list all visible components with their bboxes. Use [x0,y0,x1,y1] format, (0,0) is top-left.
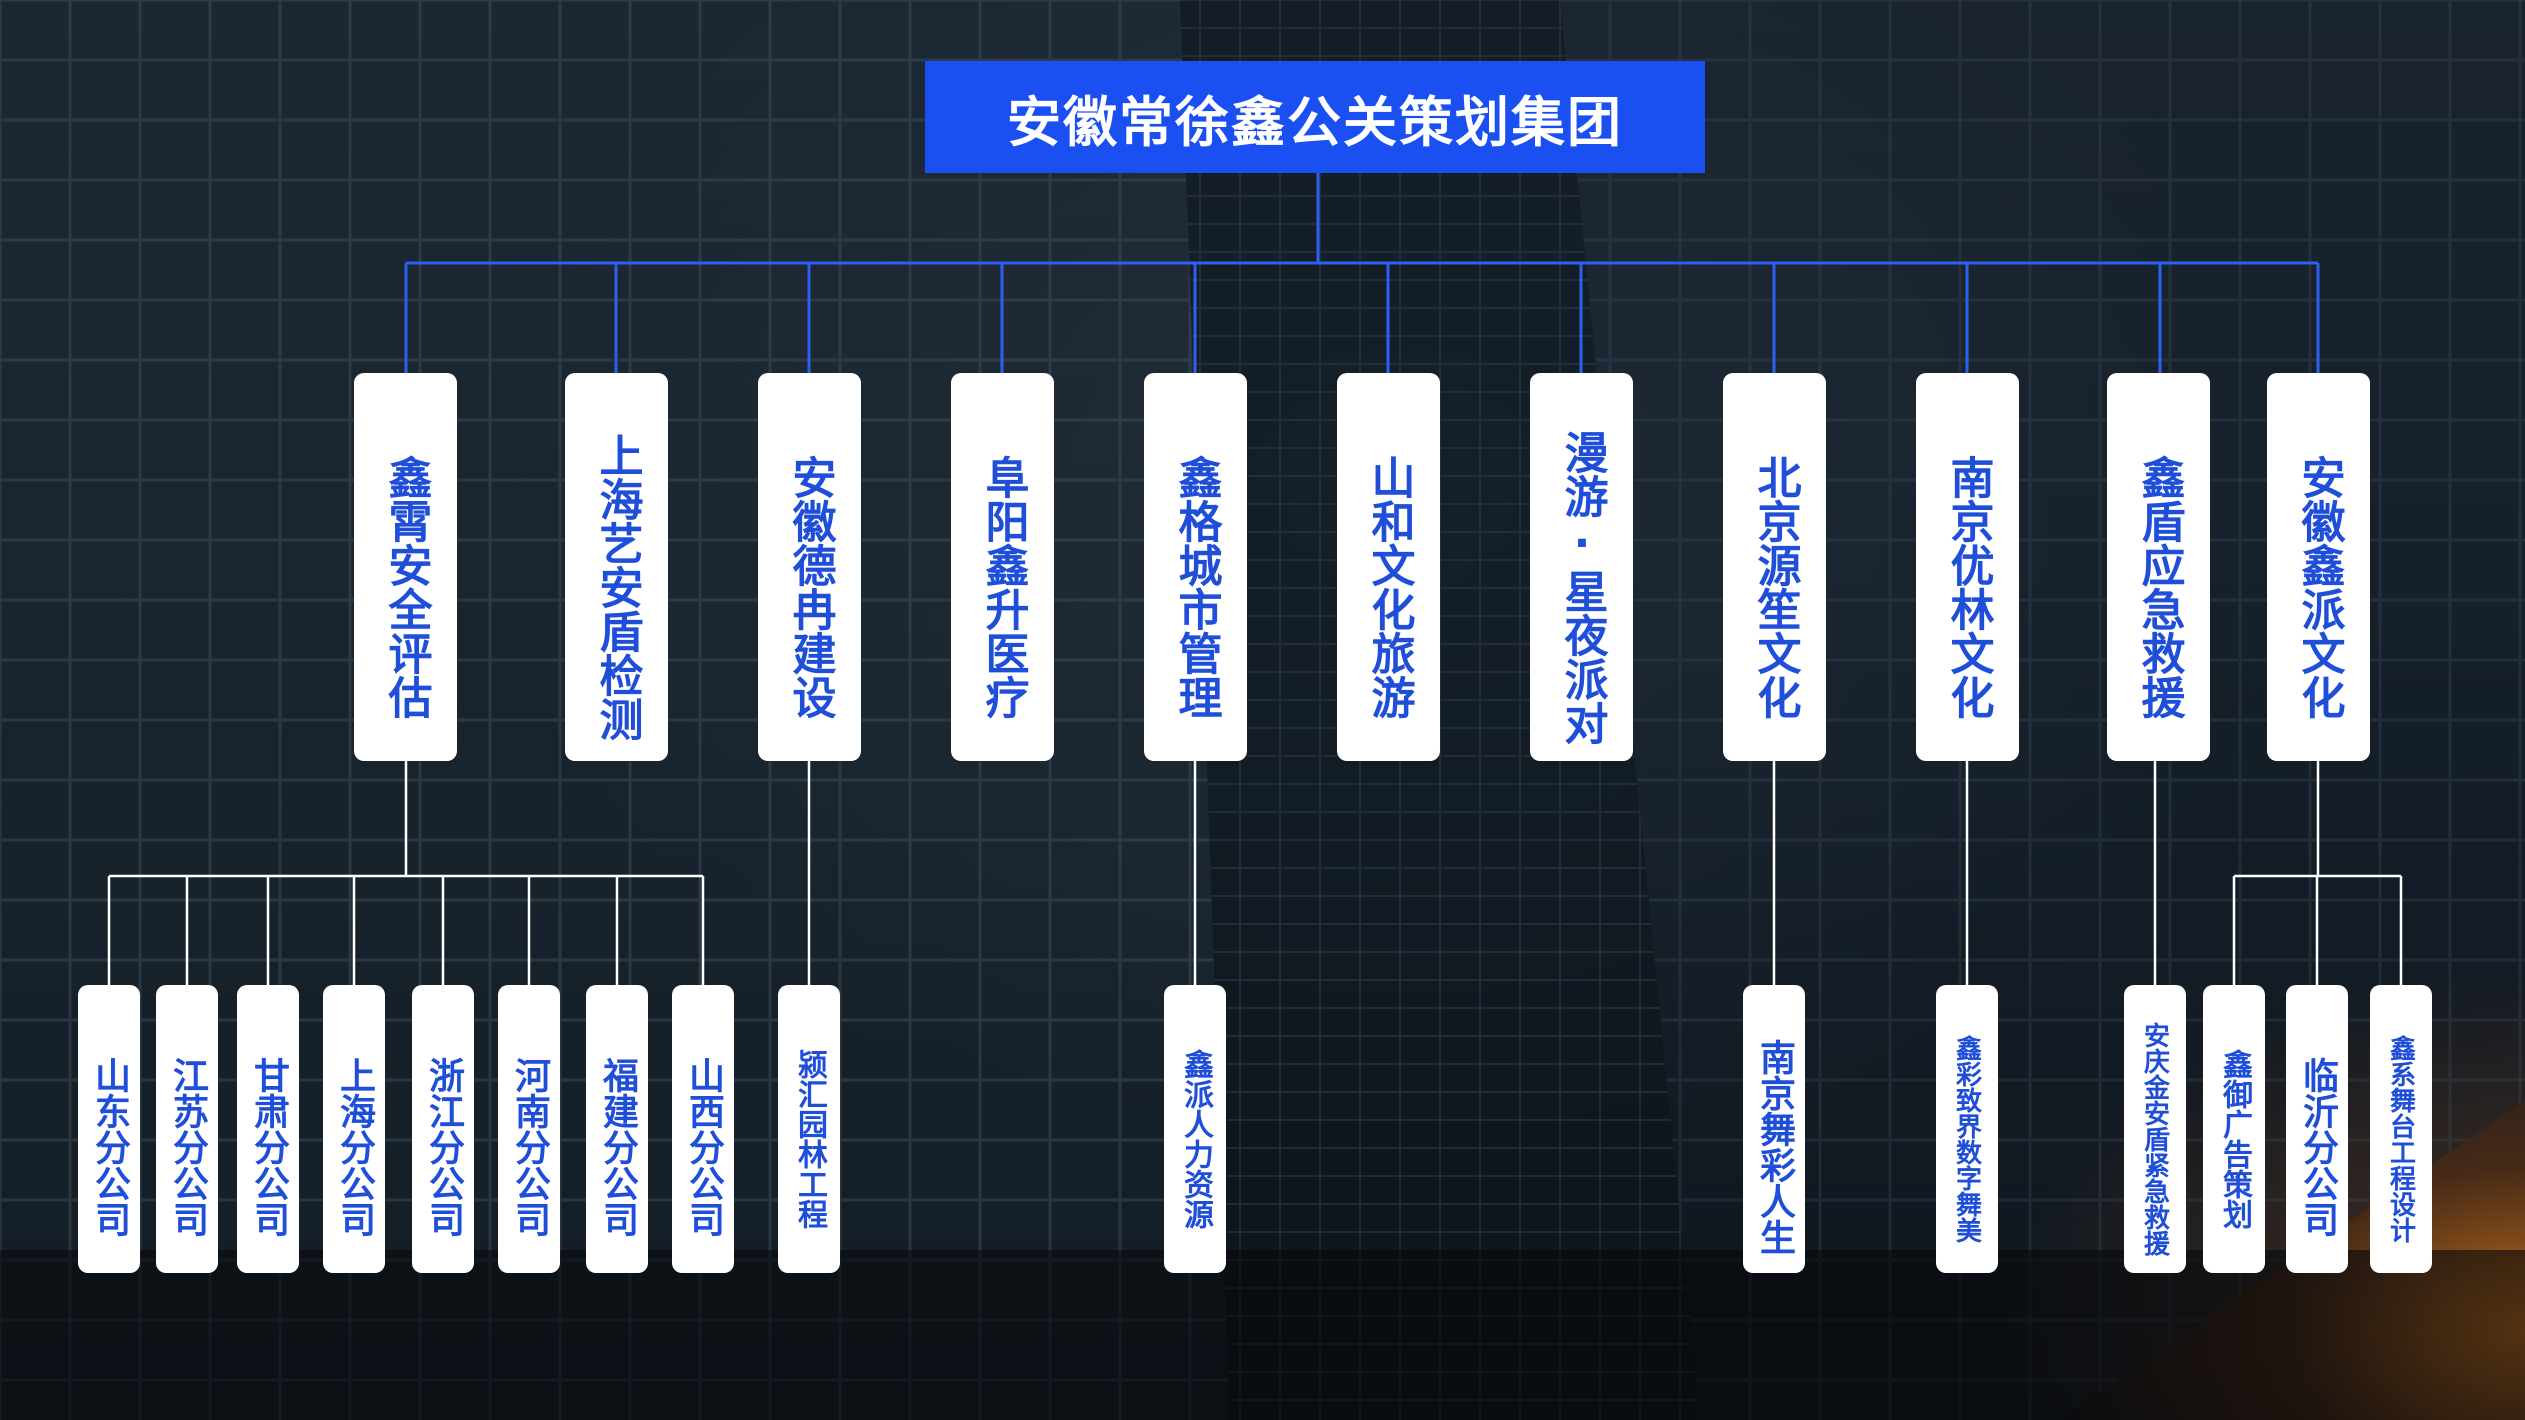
subsidiary-label: 鑫格城市管理 [1170,455,1222,719]
branch-label: 山东分公司 [89,1056,130,1237]
branch-node: 鑫彩致界数字舞美 [1936,985,1998,1273]
subsidiary-label: 安徽鑫派文化 [2293,455,2345,719]
branch-node: 鑫御广告策划 [2203,985,2265,1273]
branch-node: 安庆金安盾紧急救援 [2124,985,2186,1273]
branch-node: 鑫派人力资源 [1164,985,1226,1273]
subsidiary-node: 阜阳鑫升医疗 [951,373,1054,761]
subsidiary-label: 山和文化旅游 [1363,455,1415,719]
branch-label: 鑫系舞台工程设计 [2385,1035,2416,1243]
branch-node: 鑫系舞台工程设计 [2370,985,2432,1273]
branch-label: 上海分公司 [334,1056,375,1237]
subsidiary-node: 安徽德冉建设 [758,373,861,761]
subsidiary-label: 鑫霄安全评估 [380,455,432,719]
subsidiary-node: 山和文化旅游 [1337,373,1440,761]
subsidiary-label: 北京源笙文化 [1749,455,1801,719]
subsidiary-label: 鑫盾应急救援 [2133,455,2185,719]
subsidiary-node: 安徽鑫派文化 [2267,373,2370,761]
branch-label: 福建分公司 [597,1056,638,1237]
subsidiary-node: 漫游·星夜派对 [1530,373,1633,761]
branch-label: 鑫派人力资源 [1178,1049,1213,1229]
branch-node: 山东分公司 [78,985,140,1273]
branch-node: 浙江分公司 [412,985,474,1273]
group-title: 安徽常徐鑫公关策划集团 [925,61,1705,173]
branch-node: 上海分公司 [323,985,385,1273]
branch-label: 鑫御广告策划 [2217,1049,2252,1229]
subsidiary-node: 鑫盾应急救援 [2107,373,2210,761]
subsidiary-node: 北京源笙文化 [1723,373,1826,761]
subsidiary-label: 南京优林文化 [1942,455,1994,719]
branch-label: 安庆金安盾紧急救援 [2139,1022,2170,1256]
branch-node: 山西分公司 [672,985,734,1273]
branch-label: 山西分公司 [683,1056,724,1237]
branch-node: 福建分公司 [586,985,648,1273]
branch-label: 河南分公司 [509,1056,550,1237]
subsidiary-node: 鑫霄安全评估 [354,373,457,761]
top-level-connectors [404,173,2320,373]
branch-node: 甘肃分公司 [237,985,299,1273]
subsidiary-label: 上海艺安盾检测 [591,433,643,741]
branch-label: 鑫彩致界数字舞美 [1951,1035,1982,1243]
branch-label: 江苏分公司 [167,1056,208,1237]
branch-node: 南京舞彩人生 [1743,985,1805,1273]
subsidiary-label: 漫游·星夜派对 [1556,429,1608,745]
branch-node: 临沂分公司 [2286,985,2348,1273]
subsidiary-label: 安徽德冉建设 [784,455,836,719]
branch-label: 甘肃分公司 [248,1056,289,1237]
branch-label: 临沂分公司 [2297,1056,2338,1237]
subsidiary-node: 南京优林文化 [1916,373,2019,761]
subsidiary-node: 鑫格城市管理 [1144,373,1247,761]
branch-label: 颍汇园林工程 [792,1049,827,1229]
branch-label: 南京舞彩人生 [1754,1038,1795,1255]
branch-node: 河南分公司 [498,985,560,1273]
subsidiary-label: 阜阳鑫升医疗 [977,455,1029,719]
branch-node: 江苏分公司 [156,985,218,1273]
branch-label: 浙江分公司 [423,1056,464,1237]
subsidiary-node: 上海艺安盾检测 [565,373,668,761]
branch-connectors [107,761,2403,985]
branch-node: 颍汇园林工程 [778,985,840,1273]
